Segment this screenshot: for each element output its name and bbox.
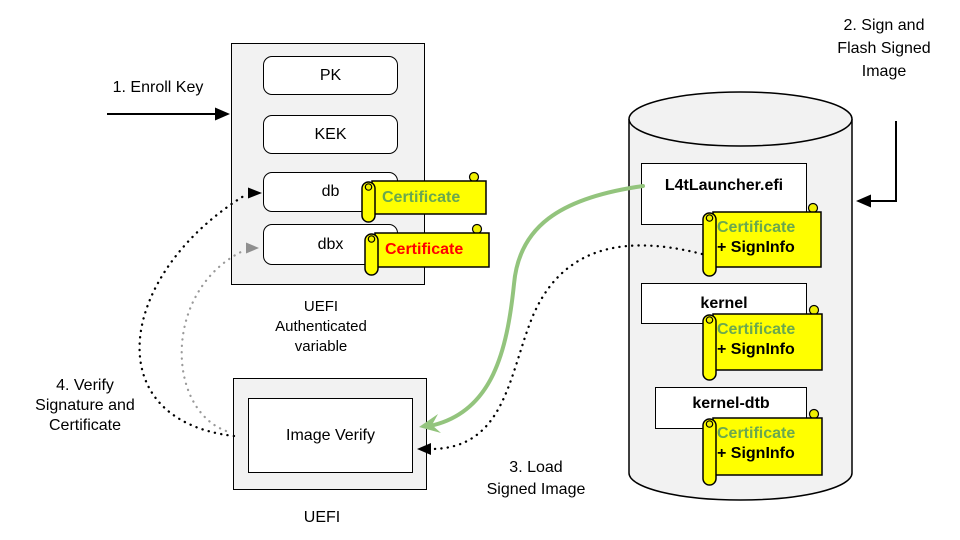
verify-dbx-dotted-arrow-icon	[180, 242, 259, 433]
certificate-tag-kernel-icon	[702, 304, 823, 381]
label-enroll-key: 1. Enroll Key	[112, 79, 204, 96]
key-slot-kek: KEK	[263, 115, 398, 154]
key-slot-pk: PK	[263, 56, 398, 95]
storage-item-label: L4tLauncher.efi	[664, 177, 784, 194]
certificate-tag-l4tlauncher-label: Certificate + SignInfo	[717, 218, 795, 258]
tag-line-signinfo: + SignInfo	[717, 239, 795, 256]
storage-item-label: kernel	[700, 294, 748, 312]
tag-line-certificate: Certificate	[717, 425, 796, 442]
load-image-dotted-arrow-icon	[417, 244, 704, 455]
green-verify-arrow-icon	[419, 184, 645, 433]
label-load-signed: 3. Load Signed Image	[486, 459, 586, 498]
certificate-tag-l4tlauncher-icon	[702, 202, 822, 277]
certificate-tag-db-icon	[361, 171, 487, 223]
certificate-tag-dbx-label: Certificate	[385, 241, 464, 258]
key-label-kek: KEK	[314, 125, 347, 143]
key-label-db: db	[321, 183, 340, 200]
tag-line-certificate: Certificate	[717, 219, 796, 236]
label-uefi: UEFI	[303, 509, 341, 526]
image-verify-box: Image Verify	[248, 398, 413, 473]
label-verify-signature: 4. Verify Signature and Certificate	[35, 377, 135, 434]
image-verify-label: Image Verify	[286, 426, 375, 444]
certificate-tag-db-label: Certificate	[382, 189, 461, 206]
key-label-dbx: dbx	[317, 235, 344, 253]
verify-db-dotted-arrow-icon	[138, 187, 262, 438]
label-sign-flash: 2. Sign and Flash Signed Image	[837, 17, 931, 80]
sign-flash-arrow-icon	[856, 121, 897, 208]
enroll-key-arrow-icon	[107, 107, 230, 121]
tag-line-signinfo: + SignInfo	[717, 445, 795, 462]
certificate-tag-kernel-dtb-label: Certificate + SignInfo	[717, 424, 795, 464]
tag-line-signinfo: + SignInfo	[717, 341, 795, 358]
cylinder-top	[628, 91, 853, 147]
tag-line-certificate: Certificate	[717, 321, 796, 338]
certificate-tag-kernel-label: Certificate + SignInfo	[717, 320, 795, 360]
key-label-pk: PK	[319, 66, 342, 84]
certificate-tag-kernel-dtb-icon	[702, 408, 823, 486]
certificate-tag-dbx-icon	[364, 223, 490, 276]
storage-item-label: kernel-dtb	[692, 395, 770, 412]
label-uefi-authenticated-variable: UEFI Authenticated variable	[275, 298, 367, 355]
